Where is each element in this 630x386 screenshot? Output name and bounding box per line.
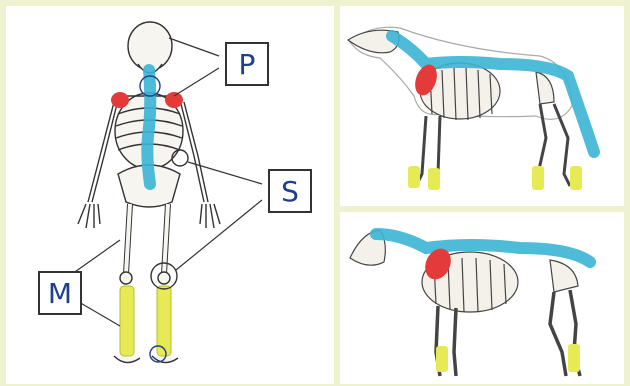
dog-front-lower-left — [408, 166, 420, 188]
horse-skeleton-drawing — [340, 212, 624, 384]
p-pointer-skull — [169, 38, 219, 56]
dog-hind-lower-left — [532, 166, 544, 190]
label-m: M — [48, 277, 72, 310]
dog-hind-lower-right — [570, 166, 582, 190]
label-box-m: M — [38, 271, 82, 315]
label-box-p: P — [225, 42, 269, 86]
horse-front-lower — [436, 346, 448, 372]
p-pointer-shoulder — [174, 68, 219, 96]
horse-hind-lower — [568, 344, 580, 372]
dog-skeleton-panel — [340, 6, 624, 206]
human-skeleton-panel: P S M — [6, 6, 334, 384]
human-shoulder-right — [165, 92, 183, 108]
human-elbow-circle — [172, 150, 188, 166]
label-box-s: S — [268, 169, 312, 213]
human-lower-leg-left — [120, 286, 134, 356]
label-p: P — [239, 48, 256, 81]
dog-skeleton-drawing — [340, 6, 624, 206]
human-spine — [147, 70, 150, 184]
label-s: S — [281, 175, 299, 208]
s-pointer-knee — [176, 200, 262, 270]
horse-skeleton-panel — [340, 212, 624, 384]
skull — [128, 22, 172, 70]
human-shoulder-left — [111, 92, 129, 108]
m-pointer-thigh — [72, 240, 120, 274]
dog-front-lower-right — [428, 168, 440, 190]
